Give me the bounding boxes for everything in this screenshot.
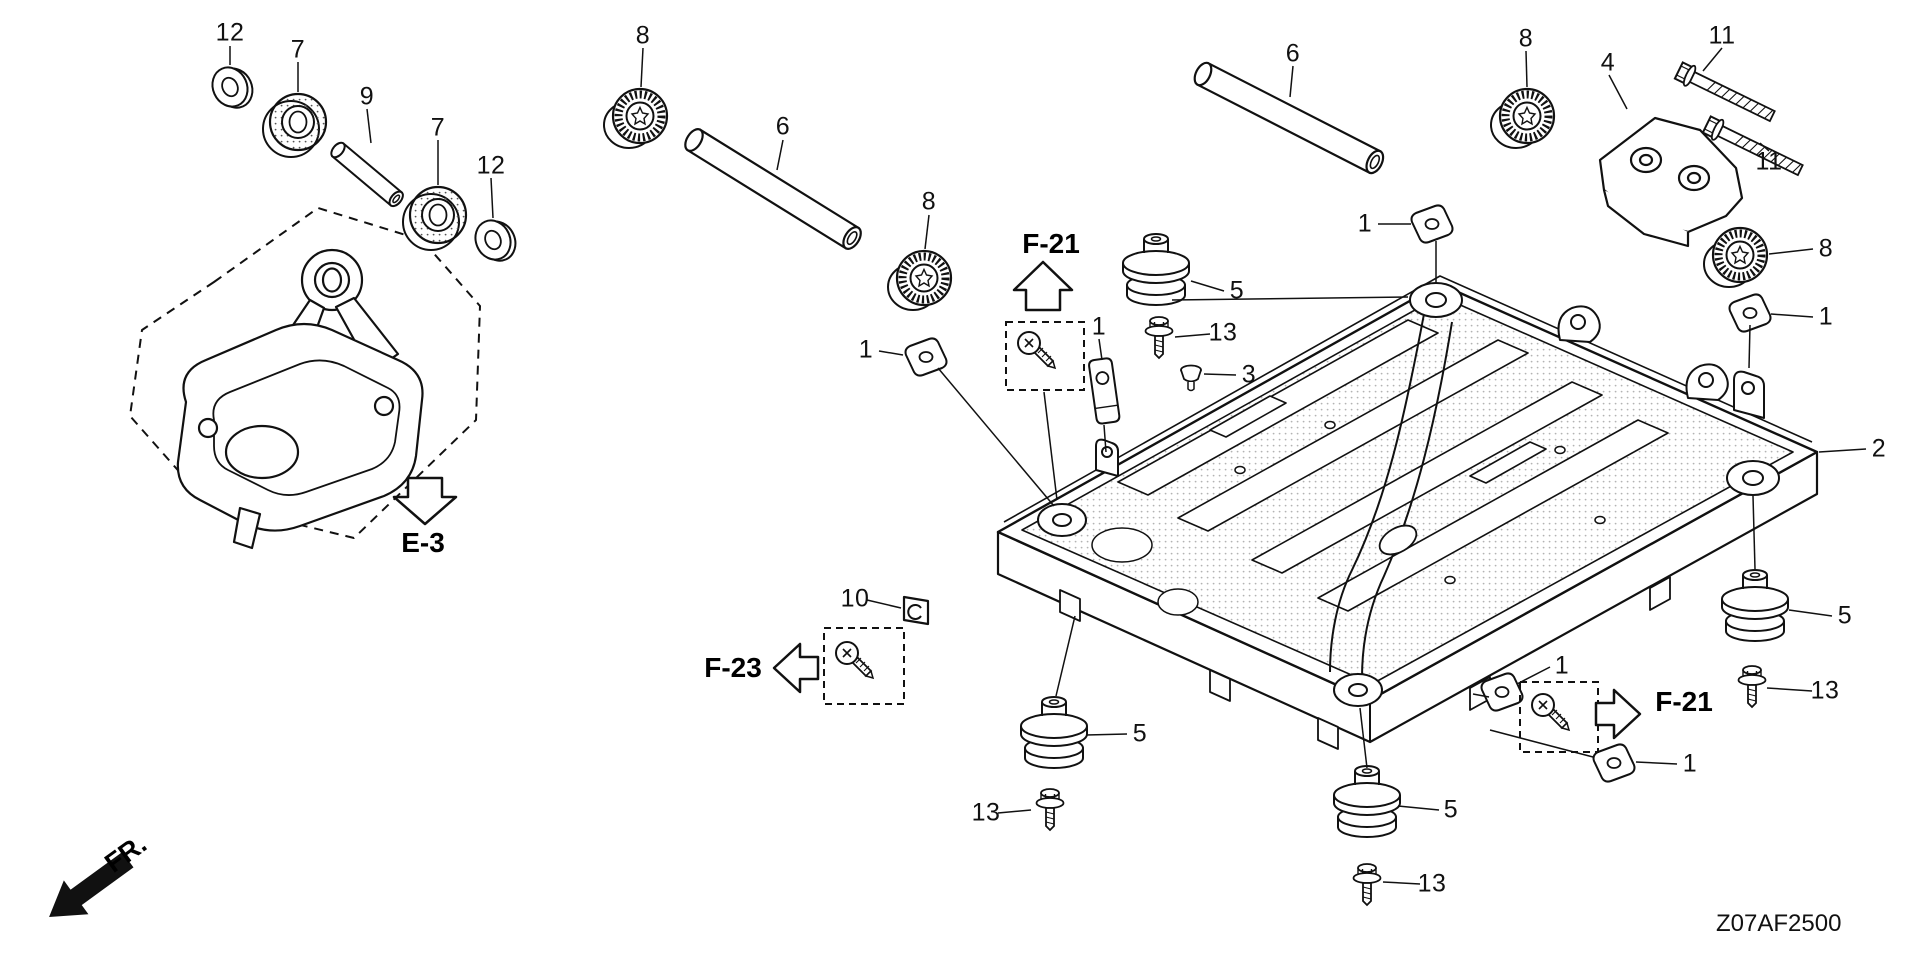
reference-label-e-3: E-3 [401, 527, 445, 558]
reference-label-f-23: F-23 [704, 652, 762, 683]
part-callout-8: 8 [1818, 234, 1834, 263]
pipe-6-left [684, 128, 862, 250]
part-callout-4: 4 [1600, 48, 1616, 77]
part-callout-1: 1 [1554, 651, 1570, 680]
part-callout-9: 9 [359, 82, 375, 111]
f23-arrow-icon [772, 642, 820, 694]
part-callout-3: 3 [1241, 360, 1257, 389]
f21-top-arrow-icon [1012, 260, 1074, 312]
leader-lines [229, 46, 1867, 885]
part-callout-13: 13 [1208, 318, 1238, 347]
e3-down-arrow-icon [392, 476, 458, 526]
part-callout-2: 2 [1871, 434, 1887, 463]
collar-9 [330, 141, 404, 208]
under-cover-frame [996, 275, 1819, 750]
part-callout-8: 8 [921, 187, 937, 216]
e3-engine-hanger-assembly [129, 207, 481, 550]
part-callout-13: 13 [1417, 869, 1447, 898]
front-arrow-icon [49, 852, 134, 917]
part-callout-13: 13 [971, 798, 1001, 827]
part-callout-12: 12 [476, 151, 506, 180]
part-callout-6: 6 [775, 112, 791, 141]
f21-right-arrow-icon [1594, 688, 1642, 740]
seat-plate-1-vertical [1088, 357, 1121, 425]
part-callout-5: 5 [1837, 601, 1853, 630]
part-callout-5: 5 [1132, 719, 1148, 748]
part-callout-5: 5 [1443, 795, 1459, 824]
part-callout-8: 8 [1518, 24, 1534, 53]
part-callout-1: 1 [1818, 302, 1834, 331]
e3-dashed-boundary [129, 207, 481, 539]
part-callout-7: 7 [430, 113, 446, 142]
reference-label-f-21: F-21 [1655, 686, 1713, 717]
f21-top-dashed-box [1005, 321, 1085, 391]
part-callout-5: 5 [1229, 276, 1245, 305]
bracket-4 [1598, 116, 1744, 248]
part-callout-13: 13 [1810, 676, 1840, 705]
part-callout-10: 10 [840, 584, 870, 613]
part-callout-11: 11 [1755, 147, 1783, 176]
part-callout-6: 6 [1285, 39, 1301, 68]
part-callout-1: 1 [1091, 312, 1107, 341]
part-callout-1: 1 [1357, 209, 1373, 238]
f23-dashed-box [823, 627, 905, 705]
part-callout-8: 8 [635, 21, 651, 50]
part-callout-12: 12 [215, 18, 245, 47]
reference-label-f-21: F-21 [1022, 228, 1080, 259]
part-callout-7: 7 [290, 35, 306, 64]
part-callout-11: 11 [1708, 21, 1736, 50]
part-callout-1: 1 [858, 335, 874, 364]
pipe-6-right [1193, 61, 1385, 175]
diagram-code-label: Z07AF2500 [1716, 910, 1842, 937]
part-callout-1: 1 [1682, 749, 1698, 778]
